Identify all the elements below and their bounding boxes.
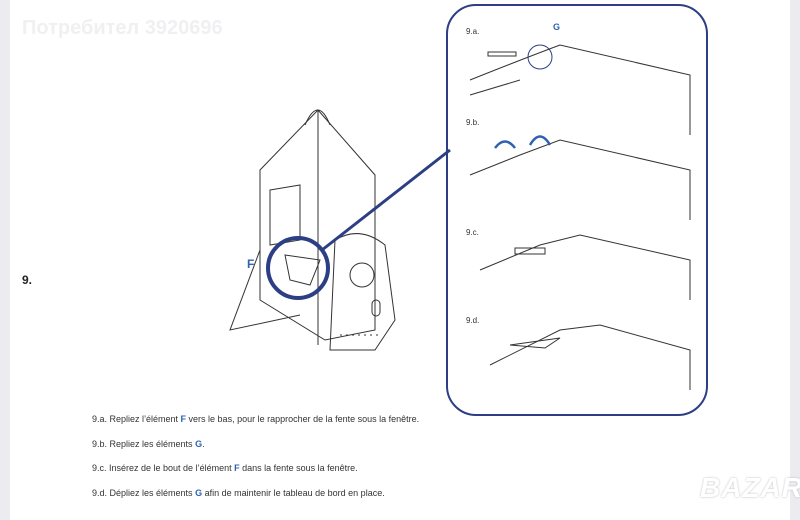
left-margin xyxy=(0,0,10,520)
instruction-9d: 9.d. Dépliez les éléments G afin de main… xyxy=(92,488,385,498)
substep-label: 9.c. xyxy=(466,228,479,237)
label-g: G xyxy=(553,22,561,32)
step-9d-sketch xyxy=(489,324,691,390)
bazar-logo: BAZAR xyxy=(700,472,800,503)
right-margin xyxy=(790,0,800,520)
step-9b-sketch xyxy=(469,135,691,220)
label-f: F xyxy=(247,257,255,271)
step-9a-sketch xyxy=(469,44,691,135)
instruction-9a: 9.a. Repliez l’élément F vers le bas, po… xyxy=(92,414,420,424)
detail-panel xyxy=(446,4,708,416)
step-9c-sketch xyxy=(479,234,691,300)
substep-label: 9.b. xyxy=(466,118,480,127)
step-number: 9. xyxy=(22,273,33,287)
substep-label: 9.d. xyxy=(466,316,480,325)
instruction-9c: 9.c. Insérez de le bout de l’élément F d… xyxy=(92,463,358,473)
substep-label: 9.a. xyxy=(466,27,480,36)
instruction-9b: 9.b. Repliez les éléments G. xyxy=(92,439,205,449)
watermark: Потребител 3920696 xyxy=(22,17,223,39)
